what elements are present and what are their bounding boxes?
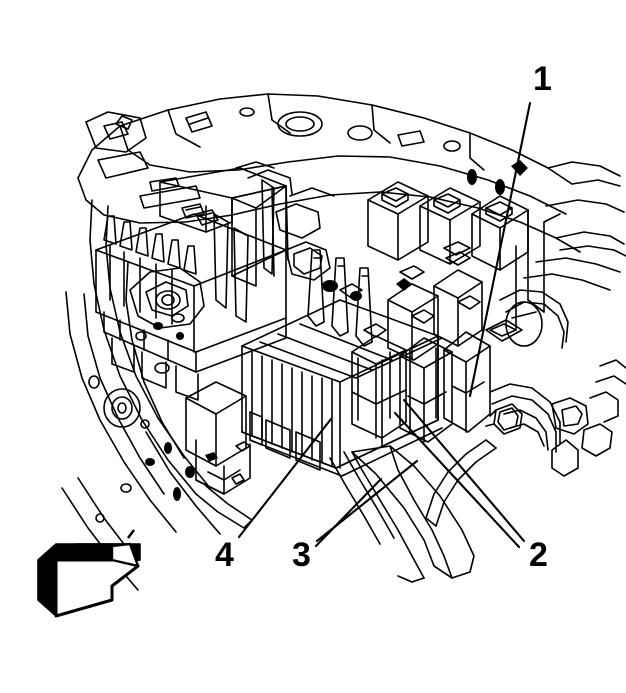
leader-line-1 <box>468 101 532 398</box>
lower-duct-pipe <box>329 445 475 583</box>
rear-connector-bank <box>367 181 529 342</box>
leader-line-3b <box>314 477 383 548</box>
direction-arrow-icon <box>37 529 141 618</box>
upper-cowl-rail <box>77 93 581 253</box>
support-struts <box>213 179 289 323</box>
vehicle-line-art <box>61 93 626 591</box>
leader-line-4 <box>237 417 333 539</box>
fuse-relay-block <box>241 249 443 477</box>
leader-line-2a <box>402 398 526 543</box>
right-fender-rail <box>523 161 626 291</box>
leader-lines <box>237 101 532 549</box>
right-vertical-post <box>515 209 561 331</box>
hose-and-clamp-group <box>425 289 626 527</box>
callout-label-2: 2 <box>529 536 548 574</box>
leader-line-2b <box>393 411 521 549</box>
center-detail-group <box>235 161 412 301</box>
lower-left-bracket <box>185 381 251 495</box>
relay-modules <box>351 251 491 443</box>
callout-label-4: 4 <box>215 536 234 574</box>
callout-label-1: 1 <box>533 60 552 98</box>
callout-label-3: 3 <box>292 536 311 574</box>
